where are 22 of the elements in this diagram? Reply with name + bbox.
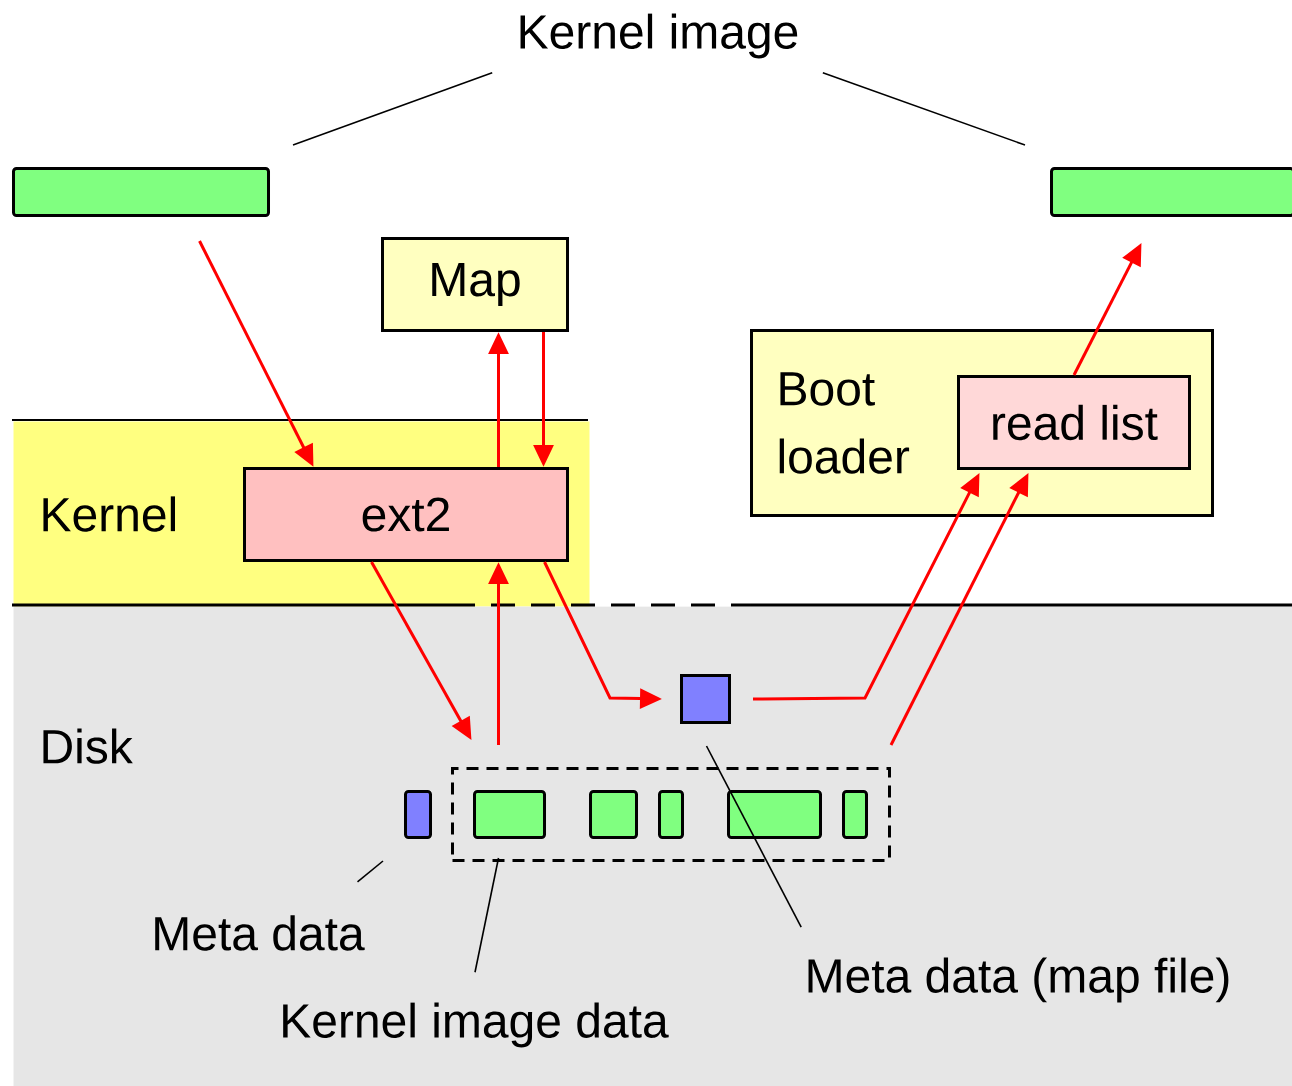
data-block	[727, 790, 822, 839]
data-block	[589, 790, 638, 839]
caption-text: Kernel image	[520, 13, 798, 59]
caption-text: Meta data (map file)	[808, 957, 1229, 1003]
caption-text: Kernel image data	[283, 1002, 669, 1048]
image-bar	[12, 167, 270, 217]
dashed-group-box	[451, 767, 891, 862]
leader-line	[822, 71, 1026, 146]
process-box: ext2	[243, 467, 569, 562]
leader-line	[356, 860, 384, 883]
leader-line	[474, 857, 500, 974]
data-block	[658, 790, 684, 839]
caption-text: Meta data	[155, 915, 365, 951]
data-block	[473, 790, 546, 839]
metadata-block	[680, 674, 731, 724]
metadata-block	[404, 790, 432, 839]
image-bar	[1050, 167, 1292, 217]
leader-line	[705, 745, 802, 929]
leader-line	[292, 71, 493, 146]
process-box: Map	[381, 237, 569, 332]
process-box: read list	[957, 375, 1191, 470]
data-block	[842, 790, 868, 839]
